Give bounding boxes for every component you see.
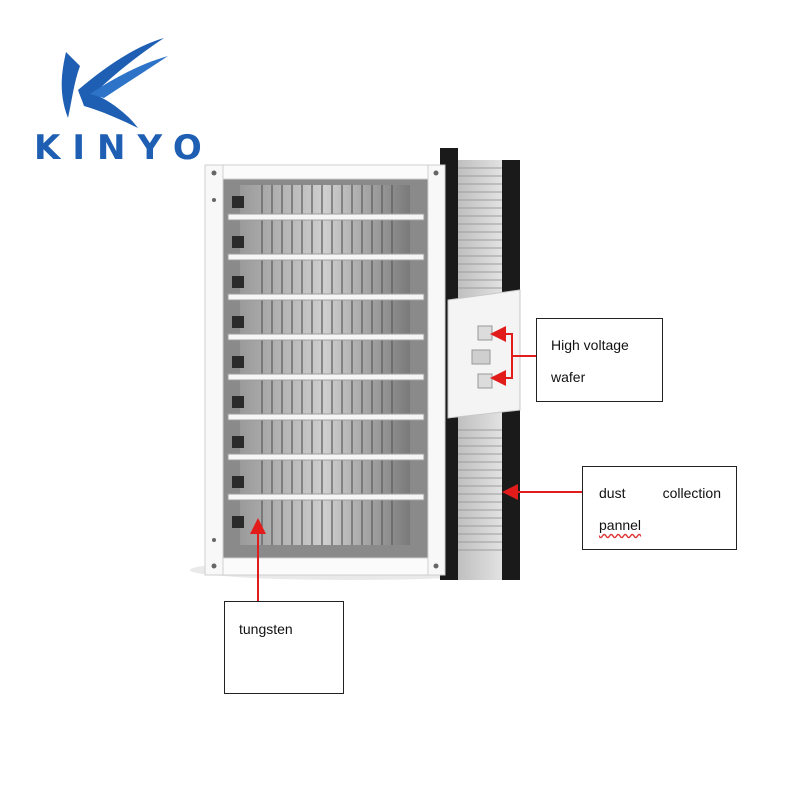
callout-dust-collection-pannel: dust collection pannel bbox=[582, 466, 737, 550]
callout-text: wafer bbox=[551, 369, 586, 385]
callout-text: High voltage bbox=[551, 337, 629, 353]
callout-text: pannel bbox=[599, 517, 642, 533]
callout-text: tungsten bbox=[239, 621, 293, 637]
callout-text: dust bbox=[599, 485, 626, 501]
kinyo-bird-logo-icon bbox=[61, 38, 168, 128]
callout-line-1: dust collection bbox=[599, 485, 721, 501]
callout-tungsten: tungsten bbox=[224, 601, 344, 694]
kinyo-logo bbox=[28, 30, 198, 170]
callout-text: collection bbox=[662, 485, 721, 501]
brand-name: KINYO bbox=[34, 128, 214, 168]
callout-high-voltage-wafer: High voltage wafer bbox=[536, 318, 663, 402]
